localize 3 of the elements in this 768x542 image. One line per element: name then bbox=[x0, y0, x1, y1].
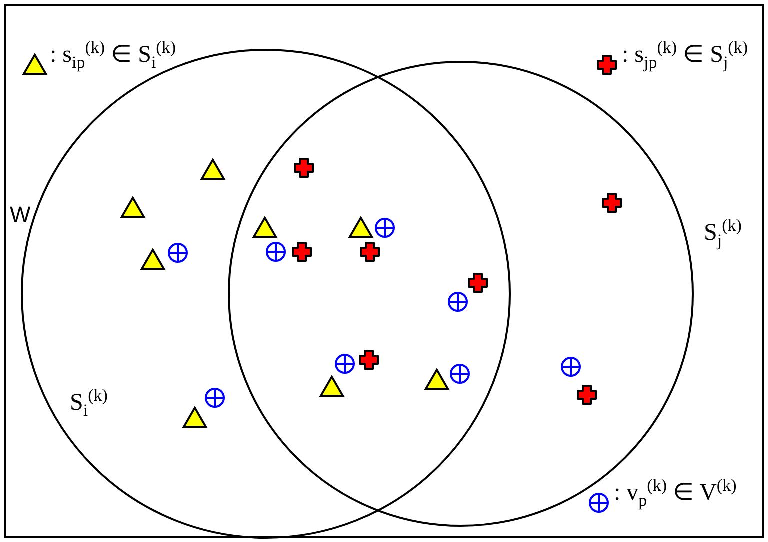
legend-label: : v$_{p}$$^{(k)}$ ∈ V$^{(k)}$ bbox=[614, 476, 737, 511]
frame-box bbox=[4, 4, 764, 538]
set-label: W bbox=[10, 202, 31, 228]
